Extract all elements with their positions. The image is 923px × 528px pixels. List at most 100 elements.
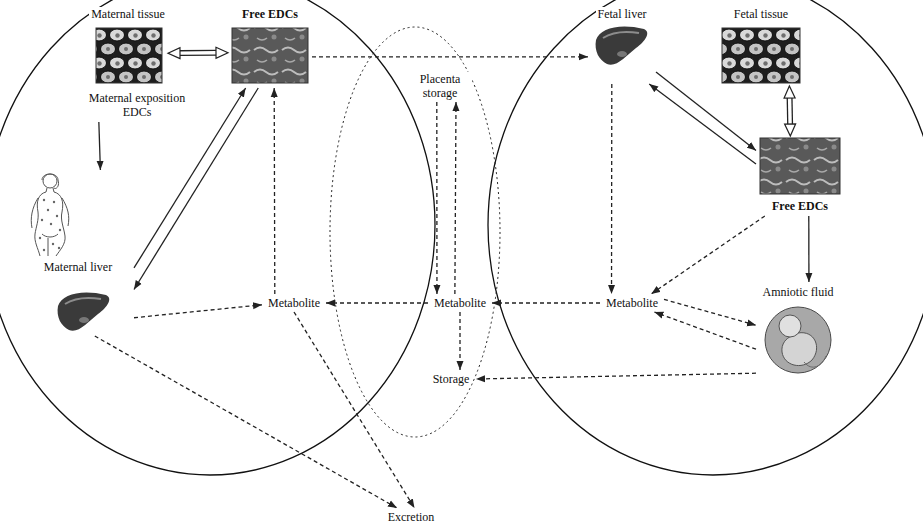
diagram-node: Excretion: [376, 508, 446, 526]
body-outline: [53, 188, 65, 256]
connector-group: [649, 84, 756, 164]
double-arrow: [180, 51, 216, 55]
dashed-arrow: [492, 302, 600, 303]
liver-icon: [58, 292, 110, 330]
connector-casing: [787, 98, 793, 124]
diagram-node: Metabolite: [600, 294, 664, 312]
node-label: Fetal liver: [596, 7, 649, 21]
node-label: Excretion: [386, 510, 437, 524]
blood-image: [232, 28, 308, 83]
node-label: Amniotic fluid: [761, 285, 836, 299]
connector-group: [611, 84, 612, 294]
dashed-arrow: [326, 302, 428, 303]
dashed-arrow: [654, 312, 756, 349]
dashed-arrow: [664, 299, 756, 325]
dashed-arrow: [476, 373, 756, 379]
diagram-node: Amniotic fluid: [756, 282, 840, 378]
umbilical-cord: [804, 356, 826, 367]
dashed-arrow: [134, 305, 262, 318]
liver-shape: [58, 292, 110, 330]
connector-group: [460, 312, 461, 370]
connector-group: [312, 56, 588, 57]
diagram-node: Metabolite: [428, 294, 492, 312]
dashed-arrow: [459, 312, 460, 370]
diagram-node: Storage: [426, 370, 476, 388]
connector-group: [134, 305, 262, 318]
diagram-node: Free EDCs: [756, 136, 844, 216]
womb: [765, 307, 831, 373]
diagram-node: Free EDCs: [228, 4, 312, 88]
dashed-arrow: [274, 88, 276, 294]
node-label: Placenta storage: [408, 72, 472, 101]
node-label: Maternal liver: [42, 260, 114, 274]
solid-arrow: [99, 122, 101, 170]
node-label: Maternal exposition EDCs: [84, 91, 190, 120]
node-label: Free EDCs: [240, 7, 300, 21]
diagram-node: Fetal tissue: [718, 4, 804, 86]
maternal-circle: [0, 0, 435, 475]
fetus-head: [779, 315, 801, 337]
connector-group: [664, 299, 756, 325]
connector-group: [476, 373, 756, 379]
diagram-node: Fetal liver: [588, 4, 656, 84]
connector-group: [99, 122, 101, 170]
connector-group: [789, 98, 790, 124]
tissue-image: [96, 28, 162, 83]
solid-arrow: [656, 72, 756, 150]
placenta-ellipse: [330, 27, 500, 437]
connector-group: [95, 336, 397, 508]
connectors: [95, 53, 809, 508]
connector-group: [808, 216, 809, 282]
gallbladder: [617, 51, 627, 57]
fetus-image: [765, 307, 831, 373]
gallbladder: [79, 317, 89, 323]
belly-line: [42, 234, 58, 237]
liver-highlight: [603, 32, 639, 38]
node-label: Free EDCs: [770, 199, 830, 213]
solid-arrow: [808, 216, 809, 282]
dashed-arrow: [95, 336, 397, 508]
connector-casing: [180, 50, 216, 56]
arm: [31, 198, 38, 228]
fetus-body: [782, 333, 817, 366]
liver-icon: [596, 26, 648, 64]
dashed-arrow: [611, 84, 613, 294]
body-dots: [39, 199, 61, 251]
dashed-arrow: [436, 102, 437, 294]
node-label: Metabolite: [266, 296, 322, 310]
solid-arrow: [649, 84, 756, 164]
diagram-node: Placenta storage: [408, 70, 472, 102]
connector-group: [455, 102, 456, 294]
node-label: Storage: [431, 372, 472, 386]
body-outline: [35, 188, 47, 256]
woman-figure: [31, 174, 69, 256]
dashed-arrow: [294, 312, 415, 508]
tissue-image: [722, 28, 800, 83]
double-arrow: [788, 98, 792, 124]
node-label: Maternal tissue: [89, 7, 167, 21]
hair: [42, 174, 59, 189]
node-label: Metabolite: [604, 296, 660, 310]
connector-group: [651, 216, 765, 294]
diagram-node: Maternal exposition EDCs: [84, 88, 190, 122]
blood-image: [760, 138, 840, 194]
connector-group: [492, 303, 600, 304]
fetal-circle: [488, 0, 923, 475]
connector-group: [656, 72, 756, 150]
leg-line: [48, 238, 49, 256]
connector-group: [436, 102, 437, 294]
node-label: Metabolite: [432, 296, 488, 310]
connector-group: [274, 88, 276, 294]
diagram-node: Maternal liver: [22, 170, 134, 336]
connector-group: [654, 312, 756, 349]
diagram-node: Maternal tissue: [88, 4, 168, 86]
dashed-arrow: [651, 216, 765, 294]
connector-group: [326, 303, 428, 304]
connector-group: [180, 52, 216, 53]
arm: [62, 198, 69, 226]
diagram-node: Metabolite: [262, 294, 326, 312]
head: [43, 174, 57, 188]
dashed-arrow: [312, 56, 588, 57]
